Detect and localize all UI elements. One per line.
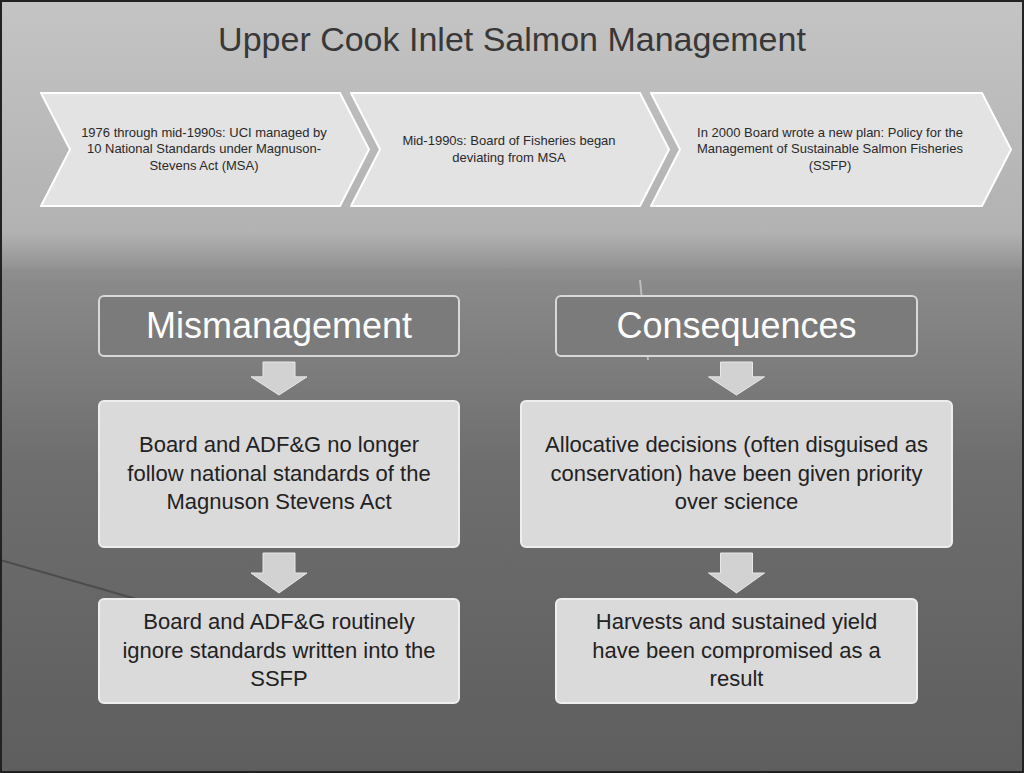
header-box: Consequences — [555, 295, 918, 357]
node-text: 1976 through mid-1990s: UCI managed by 1… — [78, 98, 330, 201]
process-box: Allocative decisions (often disguised as… — [520, 400, 953, 548]
text-run: Mid-1990s: Board of Fisheries began devi… — [388, 133, 630, 166]
text-run: In 2000 Board wrote a new plan: Policy f… — [688, 125, 972, 174]
timeline-chevron: 1976 through mid-1990s: UCI managed by 1… — [40, 92, 370, 207]
diagram-title: Upper Cook Inlet Salmon Management — [20, 20, 1004, 59]
node-text: In 2000 Board wrote a new plan: Policy f… — [688, 98, 972, 201]
timeline-chevron: Mid-1990s: Board of Fisheries began devi… — [350, 92, 670, 207]
text-run: 1976 through mid-1990s: UCI managed by 1… — [78, 125, 330, 174]
header-box: Mismanagement — [98, 295, 460, 357]
node-text: Board and ADF&G routinely ignore standar… — [114, 608, 444, 694]
text-stack: Board and ADF&G routinely ignore standar… — [114, 608, 444, 694]
block-arrow — [709, 362, 765, 395]
shore-line — [0, 268, 1024, 280]
text-stack: Consequences — [616, 305, 856, 347]
node-text: Mid-1990s: Board of Fisheries began devi… — [388, 98, 630, 201]
chevron-outline — [651, 93, 1011, 206]
chevron-outline — [41, 93, 369, 206]
node-text: Allocative decisions (often disguised as… — [536, 431, 937, 517]
text-stack: Harvests and sustained yield have been c… — [571, 608, 902, 694]
node-text: Harvests and sustained yield have been c… — [571, 608, 902, 694]
block-arrow — [251, 362, 307, 395]
process-box: Board and ADF&G routinely ignore standar… — [98, 598, 460, 704]
chevron-outline — [351, 93, 669, 206]
header-text: Mismanagement — [146, 305, 412, 347]
timeline-chevron: In 2000 Board wrote a new plan: Policy f… — [650, 92, 1012, 207]
header-text: Consequences — [616, 305, 856, 347]
process-box: Board and ADF&G no longer follow nationa… — [98, 400, 460, 548]
text-stack: Allocative decisions (often disguised as… — [536, 431, 937, 517]
process-box: Harvests and sustained yield have been c… — [555, 598, 918, 704]
rope-line — [0, 560, 140, 600]
block-arrow — [251, 553, 307, 593]
text-stack: Mismanagement — [146, 305, 412, 347]
node-text: Board and ADF&G no longer follow nationa… — [114, 431, 444, 517]
block-arrow — [709, 553, 765, 593]
text-stack: Board and ADF&G no longer follow nationa… — [114, 431, 444, 517]
